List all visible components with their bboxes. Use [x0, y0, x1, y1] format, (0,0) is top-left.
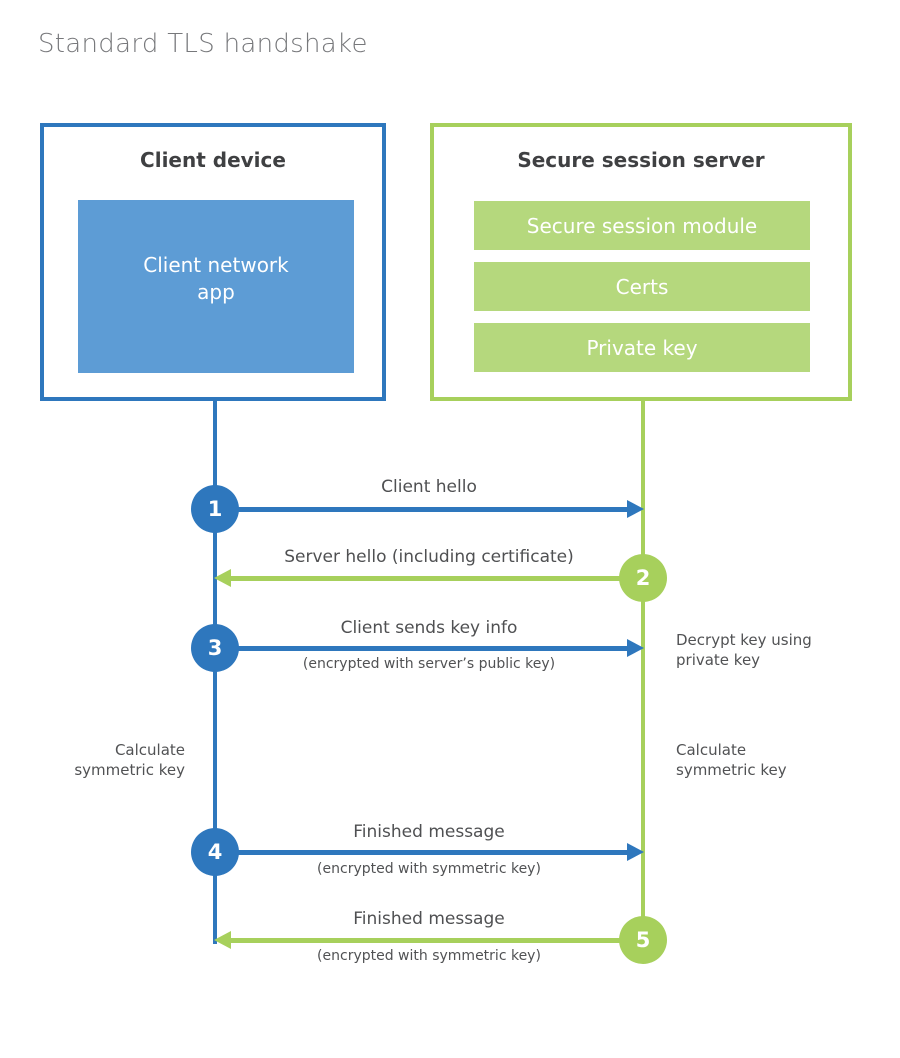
client-device-title: Client device	[140, 148, 286, 172]
step-4-badge: 4	[191, 828, 239, 876]
step-3-arrow	[215, 646, 629, 651]
calculate-symmetric-key-note-client: Calculate symmetric key	[74, 741, 185, 779]
step-3-label: Client sends key info	[340, 618, 518, 638]
calculate-symmetric-key-note-server: Calculate symmetric key	[676, 741, 787, 779]
step-2-badge: 2	[619, 554, 667, 602]
step-5-label: Finished message	[353, 909, 505, 929]
step-1-badge: 1	[191, 485, 239, 533]
server-module-certs: Certs	[474, 262, 810, 311]
server-lifeline	[641, 401, 645, 942]
step-3-arrowhead-icon	[627, 639, 644, 657]
step-4-label: Finished message	[353, 822, 505, 842]
page-title: Standard TLS handshake	[38, 29, 368, 59]
step-1-label: Client hello	[381, 477, 477, 497]
step-2-arrowhead-icon	[214, 569, 231, 587]
client-network-app-module: Client network app	[78, 200, 354, 373]
server-module-private-key: Private key	[474, 323, 810, 372]
client-lifeline	[213, 401, 217, 944]
step-5-sublabel: (encrypted with symmetric key)	[317, 948, 541, 964]
step-1-arrow	[215, 507, 629, 512]
step-2-arrow	[231, 576, 641, 581]
step-4-arrow	[215, 850, 629, 855]
step-3-badge: 3	[191, 624, 239, 672]
secure-session-server-title: Secure session server	[517, 148, 765, 172]
step-2-label: Server hello (including certificate)	[284, 547, 574, 567]
decrypt-key-note: Decrypt key using private key	[676, 631, 812, 669]
step-4-arrowhead-icon	[627, 843, 644, 861]
step-5-badge: 5	[619, 916, 667, 964]
step-1-arrowhead-icon	[627, 500, 644, 518]
step-5-arrowhead-icon	[214, 931, 231, 949]
step-4-sublabel: (encrypted with symmetric key)	[317, 861, 541, 877]
step-5-arrow	[231, 938, 641, 943]
step-3-sublabel: (encrypted with server’s public key)	[302, 656, 556, 672]
server-module-secure-session-module: Secure session module	[474, 201, 810, 250]
